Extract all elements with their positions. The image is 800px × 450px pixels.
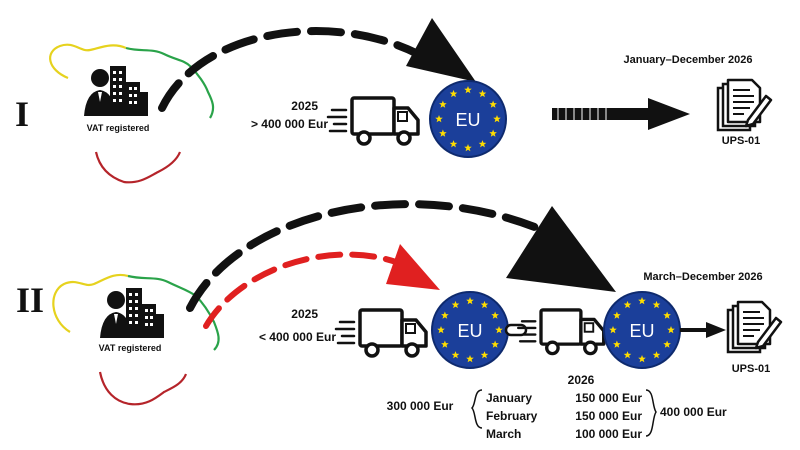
month-february: February <box>486 409 538 423</box>
eu-star <box>439 129 447 137</box>
eu-star <box>441 340 449 348</box>
breakdown-q-total: 300 000 Eur <box>387 399 454 413</box>
row-1-eu-circle: EU <box>429 80 507 158</box>
row-2-eu-circle-1: EU <box>431 291 509 369</box>
row-2-arrow-to-form <box>680 322 726 338</box>
eu-star <box>663 311 671 319</box>
eu-star <box>495 326 503 334</box>
delivery-truck-icon <box>516 308 606 356</box>
eu-star <box>652 300 661 309</box>
eu-star <box>491 311 499 319</box>
row-2-numeral: II <box>16 280 44 320</box>
eu-star <box>437 326 445 334</box>
eu-star <box>435 115 443 123</box>
breakdown-year: 2026 <box>568 373 595 387</box>
document-pen-icon <box>726 300 783 354</box>
country-border-red <box>94 151 182 184</box>
row-2-vat-label: VAT registered <box>99 343 162 353</box>
month-march: March <box>486 427 521 441</box>
row-1-dashed-arrow-head <box>406 18 476 82</box>
country-border-green <box>125 46 215 119</box>
delivery-truck-icon <box>334 308 428 358</box>
row-2-year: 2025 <box>291 307 318 321</box>
row-1-amount: > 400 000 Eur <box>251 117 328 131</box>
country-border-yellow <box>49 43 127 80</box>
row-1-eu-label: EU <box>455 110 480 130</box>
row-1-year: 2025 <box>291 99 318 113</box>
eu-star-ring <box>435 86 501 152</box>
month-january: January <box>486 391 532 405</box>
row-1: I VAT registered 2025 > 400 000 Eur EU <box>15 18 773 184</box>
eu-star <box>478 140 487 148</box>
eu-star <box>489 129 497 137</box>
eu-star <box>609 326 617 334</box>
eu-star <box>449 89 458 98</box>
row-2-amount: < 400 000 Eur <box>259 330 336 344</box>
country-border-yellow <box>52 273 129 333</box>
eu-star <box>451 300 460 309</box>
row-1-arrow-to-form <box>552 98 690 130</box>
eu-star <box>466 355 474 363</box>
eu-star <box>491 340 499 348</box>
eu-star <box>652 351 661 359</box>
document-pen-icon <box>716 78 773 132</box>
eu-star <box>480 351 489 359</box>
eu-star <box>480 300 489 309</box>
eu-star <box>441 311 449 319</box>
eu-star <box>466 297 474 305</box>
delivery-truck-icon <box>326 96 420 146</box>
right-brace <box>645 389 657 437</box>
eu-star <box>623 300 632 309</box>
eu-star <box>638 297 646 305</box>
eu-star <box>489 100 497 108</box>
amount-march: 100 000 Eur <box>575 427 642 441</box>
row-1-form-label: UPS-01 <box>722 135 761 147</box>
row-1-dashed-arrow <box>158 27 422 112</box>
row-2-period: March–December 2026 <box>643 271 762 283</box>
row-1-period: January–December 2026 <box>623 54 752 66</box>
row-2-eu-circle-2: EU <box>603 291 681 369</box>
row-2-form-label: UPS-01 <box>732 363 771 375</box>
left-brace <box>470 389 483 429</box>
eu-star <box>638 355 646 363</box>
businessman-building-icon <box>84 66 148 116</box>
eu-link <box>504 323 528 337</box>
breakdown-grand-total: 400 000 Eur <box>660 405 727 419</box>
amount-january: 150 000 Eur <box>575 391 642 405</box>
row-2-red-arrow-head <box>386 244 440 290</box>
row-2-red-dashed-arrow <box>203 251 399 329</box>
row-2-eu-label-2: EU <box>629 321 654 341</box>
eu-star <box>613 311 621 319</box>
eu-star <box>667 326 675 334</box>
eu-star <box>464 144 472 152</box>
country-border-red <box>98 371 188 406</box>
eu-star-ring <box>609 297 675 363</box>
monthly-breakdown: 2026 300 000 Eur January February March … <box>387 373 727 441</box>
row-2-black-arrow-head <box>506 206 616 292</box>
eu-star <box>464 86 472 94</box>
eu-star <box>449 140 458 148</box>
eu-star <box>613 340 621 348</box>
row-2: II VAT registered 2025 < 400 000 Eur EU <box>16 200 783 441</box>
eu-star <box>478 89 487 98</box>
eu-star <box>439 100 447 108</box>
eu-star <box>451 351 460 359</box>
row-1-vat-label: VAT registered <box>87 123 150 133</box>
row-2-black-dashed-arrow <box>186 200 564 312</box>
row-2-eu-label-1: EU <box>457 321 482 341</box>
eu-star <box>663 340 671 348</box>
businessman-building-icon <box>100 288 164 338</box>
row-1-numeral: I <box>15 94 29 134</box>
amount-february: 150 000 Eur <box>575 409 642 423</box>
eu-star-ring <box>437 297 503 363</box>
eu-star <box>623 351 632 359</box>
eu-star <box>493 115 501 123</box>
